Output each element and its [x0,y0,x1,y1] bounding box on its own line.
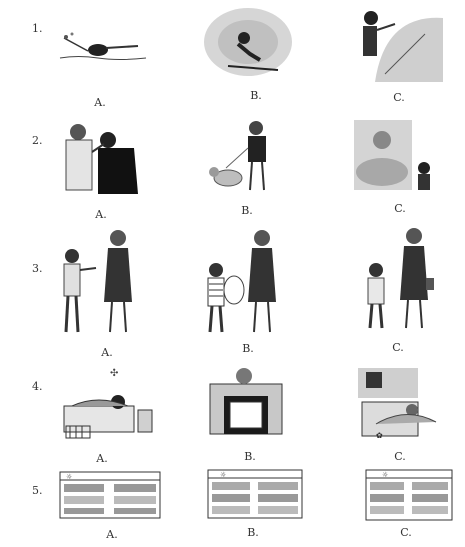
skier-picture [202,4,294,79]
option-3b: B. [242,342,254,355]
svg-text:✿: ✿ [376,431,383,440]
option-2b: B. [241,204,253,217]
question-number-3: 3. [32,262,43,275]
svg-text:✣: ✣ [110,368,118,379]
option-5b: B. [247,526,259,539]
option-1b: B. [250,89,262,102]
person-in-armchair-picture [206,364,286,440]
question-number-5: 5. [32,484,43,497]
option-3c: C. [392,341,404,354]
boy-with-bag-picture [360,226,436,332]
option-1c: C. [393,91,405,104]
climber-picture [355,4,445,82]
person-in-bed-picture: ✣ [58,364,154,442]
svg-text:☼: ☼ [66,473,72,481]
option-5c: C. [400,526,412,539]
doctor-patient-picture [58,118,140,196]
room-with-bed-picture: ✿ [356,366,446,442]
option-1a: A. [94,96,106,109]
swimmer-picture [58,28,148,68]
weather-board-a-picture: ☼ [58,470,162,520]
question-number-1: 1. [32,22,43,35]
weather-board-b-picture: ☼ [206,468,304,520]
woman-sewing-picture [352,118,438,194]
option-4c: C. [394,450,406,463]
question-number-4: 4. [32,380,43,393]
option-2c: C. [394,202,406,215]
svg-text:☼: ☼ [220,471,226,479]
option-4a: A. [96,452,108,465]
svg-text:☼: ☼ [382,471,388,479]
weather-board-c-picture: ☼ [364,468,454,522]
question-number-2: 2. [32,134,43,147]
option-4b: B. [244,450,256,463]
option-5a: A. [106,528,118,541]
option-3a: A. [101,346,113,359]
option-2a: A. [95,208,107,221]
boy-with-rope-picture [200,228,284,336]
boy-handing-to-woman-picture [56,228,140,336]
girl-with-dog-picture [208,118,282,198]
